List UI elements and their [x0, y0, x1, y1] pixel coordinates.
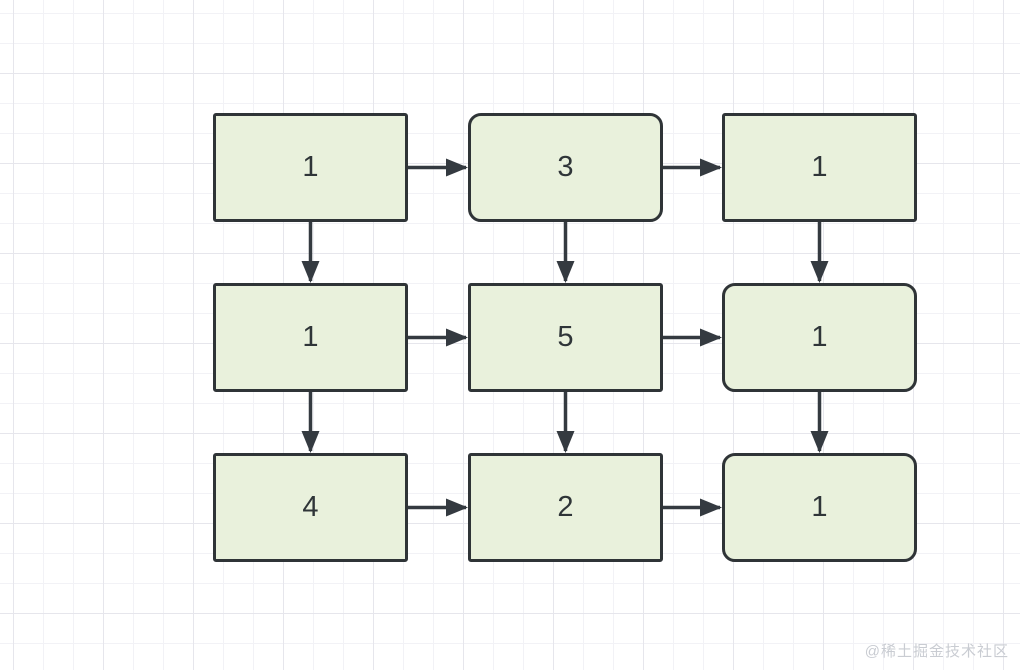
- diagram-node-n12: 1: [722, 283, 917, 392]
- diagram-node-n22: 1: [722, 453, 917, 562]
- diagram-node-n02: 1: [722, 113, 917, 222]
- watermark: @稀土掘金技术社区: [864, 643, 1009, 660]
- node-value: 1: [302, 151, 319, 183]
- diagram-node-n11: 5: [468, 283, 663, 392]
- node-value: 1: [811, 491, 828, 523]
- node-value: 5: [557, 321, 574, 353]
- node-value: 4: [302, 491, 319, 523]
- diagram-node-n00: 1: [213, 113, 408, 222]
- node-value: 2: [557, 491, 574, 523]
- node-value: 1: [811, 321, 828, 353]
- node-value: 3: [557, 151, 574, 183]
- diagram-node-n21: 2: [468, 453, 663, 562]
- node-value: 1: [811, 151, 828, 183]
- diagram-node-n10: 1: [213, 283, 408, 392]
- diagram-node-n20: 4: [213, 453, 408, 562]
- node-value: 1: [302, 321, 319, 353]
- diagram-node-n01: 3: [468, 113, 663, 222]
